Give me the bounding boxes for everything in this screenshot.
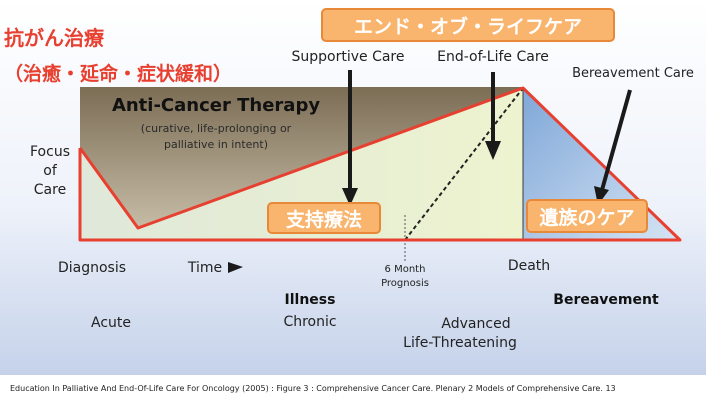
ja-anticancer-subtitle: （治癒・延命・症状緩和）	[4, 62, 232, 85]
care-model-diagram: 抗がん治療 （治癒・延命・症状緩和） エンド・オブ・ライフケア 支持療法 遺族の…	[0, 0, 706, 375]
ja-end-of-life-label: エンド・オブ・ライフケア	[354, 15, 582, 38]
chronic-label: Chronic	[283, 314, 336, 330]
red-annotation-outline	[78, 86, 682, 242]
focus-of-care-line3: Care	[34, 182, 66, 198]
bereave-label-box	[526, 199, 648, 233]
six-month-label-line1: 6 Month	[385, 264, 426, 275]
diagnosis-label: Diagnosis	[58, 260, 126, 276]
ja-bereavement-label: 遺族のケア	[539, 206, 634, 229]
supportive-care-label: Supportive Care	[292, 49, 405, 65]
anti-cancer-subtitle-line2: palliative in intent)	[164, 138, 268, 151]
focus-of-care-line2: of	[43, 163, 58, 179]
eol-label-box	[321, 8, 615, 42]
six-month-label-line2: Prognosis	[381, 278, 429, 289]
anti-cancer-title: Anti-Cancer Therapy	[112, 95, 320, 116]
advanced-label-line1: Advanced	[441, 316, 510, 332]
support-label-box	[267, 202, 381, 234]
time-label: Time	[187, 260, 222, 276]
ja-anticancer-title: 抗がん治療	[4, 26, 104, 50]
eol-arrow-head	[485, 141, 501, 160]
illness-heading: Illness	[285, 292, 336, 308]
advanced-label-line2: Life-Threatening	[403, 335, 517, 351]
figure-caption: Education In Palliative And End-Of-Life …	[10, 384, 616, 393]
bereavement-heading: Bereavement	[553, 292, 659, 308]
death-label: Death	[508, 258, 550, 274]
time-arrow-icon	[228, 262, 243, 273]
anti-cancer-region	[80, 87, 523, 228]
focus-of-care-line1: Focus	[30, 144, 70, 160]
supportive-arrow-head	[342, 188, 358, 206]
bereavement-care-label: Bereavement Care	[572, 66, 694, 81]
anti-cancer-subtitle-line1: (curative, life-prolonging or	[141, 122, 292, 135]
end-of-life-care-label: End-of-Life Care	[437, 49, 549, 65]
bereavement-arrow	[600, 89, 632, 191]
acute-label: Acute	[91, 315, 131, 331]
ja-supportive-label: 支持療法	[285, 208, 362, 231]
